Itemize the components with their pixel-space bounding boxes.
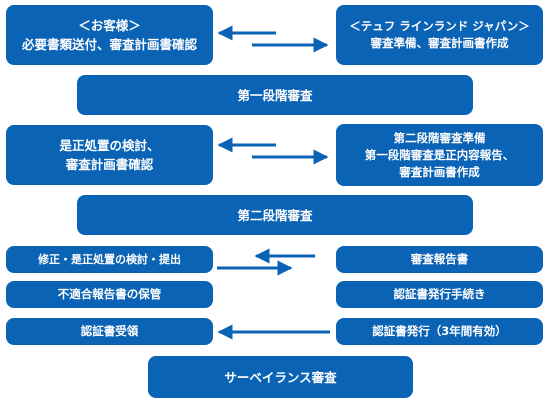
client-step-2-line-1: 是正処置の検討、 [59, 138, 160, 153]
client-nonconformity-storage-box: 不適合報告書の保管 [6, 281, 213, 308]
client-step-2-line-2: 審査計画書確認 [65, 157, 154, 172]
org-header: ＜テュフ ラインランド ジャパン＞ [349, 19, 530, 33]
client-step-3-text: 修正・是正処置の検討・提出 [38, 253, 181, 266]
org-step-2-line-3: 審査計画書作成 [399, 164, 480, 179]
surveillance-audit-label: サーベイランス審査 [224, 369, 337, 385]
second-stage-audit-bar: 第二段階審査 [77, 195, 473, 235]
client-header: ＜お客様＞ [78, 18, 141, 33]
org-second-stage-prep-box: 第二段階審査準備 第一段階審査是正内容報告、 審査計画書作成 [336, 124, 543, 186]
org-step-4-text: 認証書発行手続き [393, 287, 486, 301]
second-stage-audit-label: 第二段階審査 [237, 207, 313, 223]
first-stage-audit-label: 第一段階審査 [237, 87, 313, 103]
org-audit-report-box: 審査報告書 [336, 246, 543, 273]
org-step-2-line-2: 第一段階審査是正内容報告、 [364, 147, 515, 162]
client-corrective-review-box: 是正処置の検討、 審査計画書確認 [6, 125, 213, 185]
org-certificate-procedure-box: 認証書発行手続き [336, 281, 543, 308]
org-step-2-line-1: 第二段階審査準備 [393, 130, 486, 145]
client-step-4-text: 不適合報告書の保管 [57, 287, 162, 301]
org-certificate-issue-box: 認証書発行（3年間有効） [336, 318, 543, 345]
first-stage-audit-bar: 第一段階審査 [77, 75, 473, 115]
client-correction-submission-box: 修正・是正処置の検討・提出 [6, 246, 213, 273]
surveillance-audit-bar: サーベイランス審査 [148, 356, 413, 398]
org-step-1-text: 審査準備、審査計画書作成 [370, 36, 509, 50]
org-audit-preparation-box: ＜テュフ ラインランド ジャパン＞ 審査準備、審査計画書作成 [336, 5, 543, 65]
client-certificate-receipt-box: 認証書受領 [6, 318, 213, 345]
org-step-3-text: 審査報告書 [410, 252, 469, 266]
client-step-5-text: 認証書受領 [80, 324, 139, 338]
client-step-1-text: 必要書類送付、審査計画書確認 [21, 37, 197, 52]
client-document-submission-box: ＜お客様＞ 必要書類送付、審査計画書確認 [6, 5, 213, 65]
org-step-5-text: 認証書発行（3年間有効） [372, 324, 507, 338]
